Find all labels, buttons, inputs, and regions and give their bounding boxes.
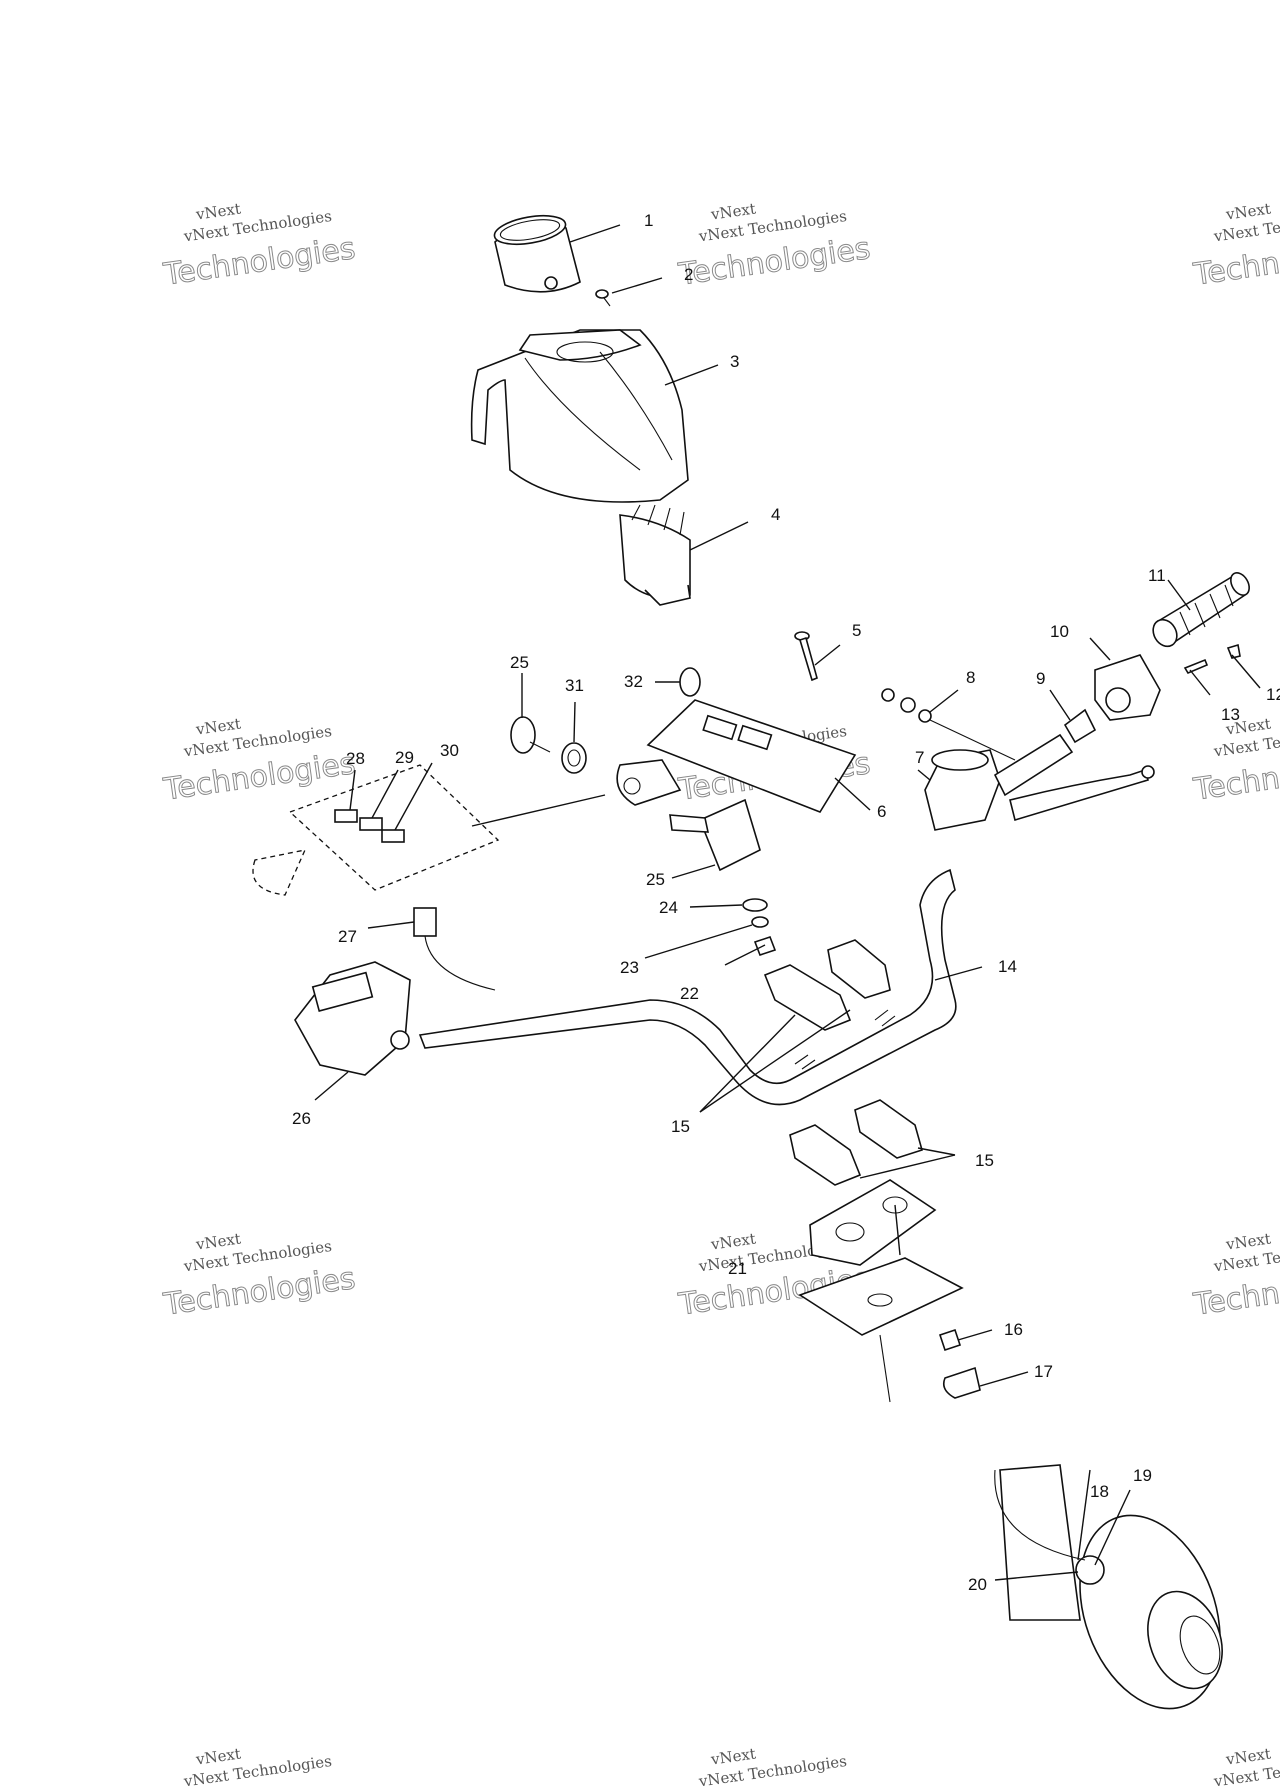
callout-17: 17	[1034, 1362, 1053, 1381]
callout-15-lower: 15	[975, 1151, 994, 1170]
part-23-washer	[751, 916, 769, 928]
part-26-switch-housing	[294, 961, 411, 1076]
callout-7: 7	[915, 748, 924, 767]
callout-16: 16	[1004, 1320, 1023, 1339]
leader-lines	[314, 224, 1261, 1581]
watermark: vNext vNext Technologies Technologies	[675, 200, 873, 294]
brake-lever	[993, 733, 1155, 822]
base-plate	[798, 1257, 964, 1403]
callout-20: 20	[968, 1575, 987, 1594]
callout-4: 4	[771, 505, 780, 524]
callout-12: 12	[1266, 685, 1280, 704]
callout-22: 22	[680, 984, 699, 1003]
callout-29: 29	[395, 748, 414, 767]
callout-11: 11	[1148, 566, 1166, 585]
callout-5: 5	[852, 621, 861, 640]
callout-8: 8	[966, 668, 975, 687]
watermark: vNext vNext Technologies	[1212, 1745, 1280, 1791]
part-15-clamps-lower	[789, 1099, 923, 1186]
part-25-switch-lower	[669, 798, 761, 872]
part-27-connector	[413, 907, 496, 991]
callout-25-lower: 25	[646, 870, 665, 889]
part-8-cable	[881, 688, 1016, 761]
part-32-bushing	[679, 667, 701, 697]
watermark: vNext vNext Technologies Technologies	[1190, 715, 1280, 809]
part-31-bushing	[561, 742, 587, 774]
part-4-bracket	[619, 504, 691, 606]
callout-19: 19	[1133, 1466, 1152, 1485]
part-14-handlebar	[418, 868, 957, 1106]
callout-10: 10	[1050, 622, 1069, 641]
part-7-master-cylinder	[924, 749, 1001, 831]
callout-27: 27	[338, 927, 357, 946]
callout-2: 2	[684, 265, 693, 284]
part-6-plate	[616, 699, 857, 813]
callout-18: 18	[1090, 1482, 1109, 1501]
part-22-nut	[753, 935, 777, 957]
callout-24: 24	[659, 898, 678, 917]
part-21-riser	[809, 1179, 937, 1266]
switch-plate-dashed	[252, 764, 500, 896]
part-16-nut	[938, 1328, 962, 1352]
part-24-washer	[742, 898, 768, 912]
part-2-screw	[595, 289, 611, 307]
part-10-throttle-housing	[1094, 654, 1161, 721]
part-13-screw	[1183, 658, 1209, 675]
callout-6: 6	[877, 802, 886, 821]
part-12-cap	[1226, 643, 1241, 659]
callout-31: 31	[565, 676, 584, 695]
part-17-clip	[942, 1366, 981, 1399]
watermark: vNext vNext Technologies Technologies	[160, 1230, 358, 1324]
wheel-hub	[994, 1464, 1223, 1710]
callout-14: 14	[998, 957, 1017, 976]
callout-9: 9	[1036, 669, 1045, 688]
watermark: vNext vNext Technologies	[182, 1745, 333, 1791]
callout-28: 28	[346, 749, 365, 768]
callout-3: 3	[730, 352, 739, 371]
part-1-gauge	[493, 214, 581, 293]
watermark: vNext vNext Technologies Technologies	[1190, 200, 1280, 294]
watermark: vNext vNext Technologies Technologies	[160, 200, 358, 294]
part-11-grip	[1152, 572, 1250, 648]
callout-25-upper: 25	[510, 653, 529, 672]
callout-labels: 1 2 3 4 5 6 7 8 9 10 11 12 13 14 15 15 1…	[292, 211, 1280, 1594]
callout-23: 23	[620, 958, 639, 977]
callout-30: 30	[440, 741, 459, 760]
watermark: vNext vNext Technologies	[697, 1745, 848, 1791]
part-15-clamps-upper	[763, 939, 891, 1031]
watermark: vNext vNext Technologies Technologies	[1190, 1230, 1280, 1324]
callout-1: 1	[644, 211, 653, 230]
part-25-switch-upper	[510, 716, 551, 754]
part-9-collar	[1063, 708, 1097, 744]
callout-13: 13	[1221, 705, 1240, 724]
part-5-bolt	[794, 631, 818, 682]
watermark: vNext vNext Technologies Technologies	[160, 715, 358, 809]
callout-15-upper: 15	[671, 1117, 690, 1136]
callout-21: 21	[728, 1259, 747, 1278]
callout-26: 26	[292, 1109, 311, 1128]
callout-32: 32	[624, 672, 643, 691]
part-3-pod	[470, 329, 689, 503]
